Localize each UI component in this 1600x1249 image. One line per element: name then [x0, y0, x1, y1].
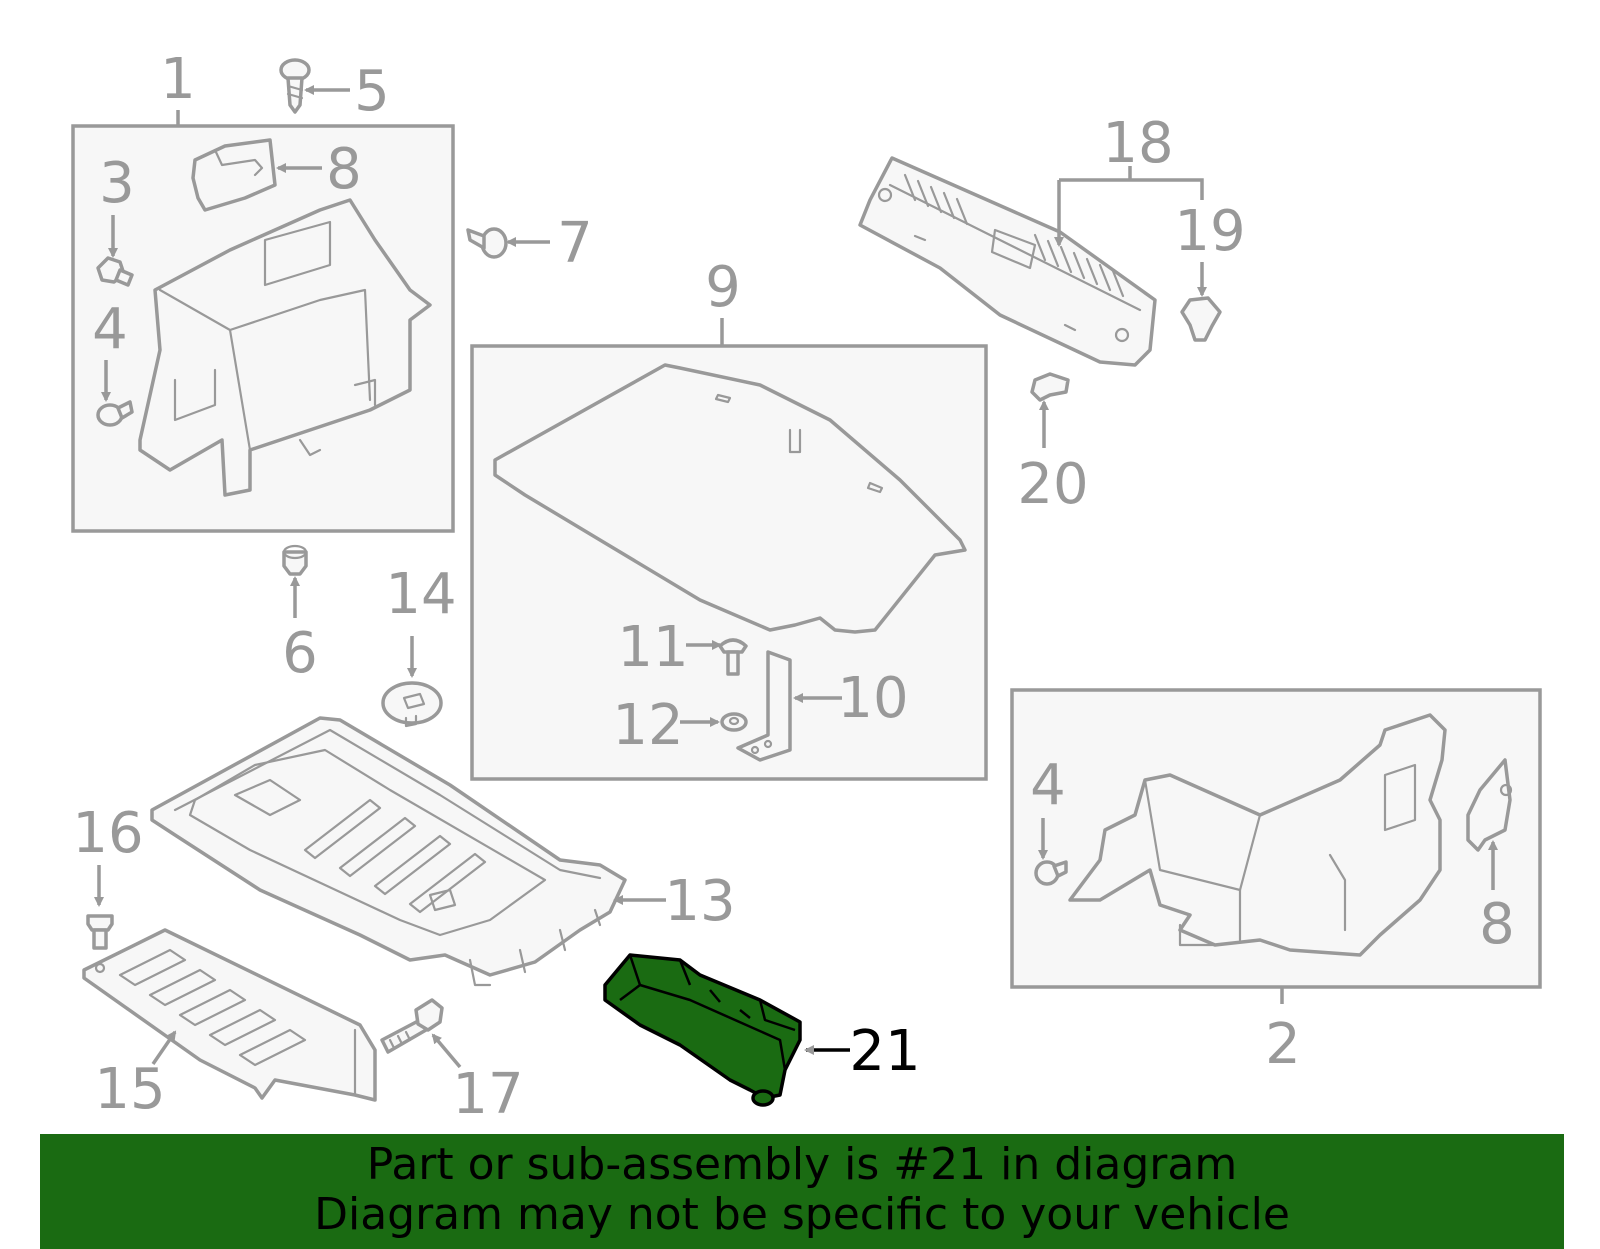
part-4-pin-right	[1034, 860, 1068, 886]
callout-19: 19	[1174, 199, 1245, 264]
part-20-clip	[1030, 372, 1070, 402]
part-18-scuff-plate	[858, 156, 1157, 367]
part-5-screw	[279, 58, 311, 114]
callout-1: 1	[160, 47, 196, 112]
part-14-pad	[381, 681, 443, 728]
part-15-floor-cover	[82, 928, 377, 1102]
part-21-highlighted[interactable]	[603, 953, 802, 1107]
info-banner: Part or sub-assembly is #21 in diagram D…	[40, 1134, 1564, 1249]
callout-6: 6	[282, 621, 318, 686]
callout-8-left: 8	[326, 137, 362, 202]
callout-17: 17	[452, 1062, 523, 1127]
callout-9: 9	[705, 255, 741, 320]
part-19-clip	[1180, 296, 1222, 342]
callout-14: 14	[385, 562, 456, 627]
part-11-bolt	[718, 638, 748, 676]
callout-2: 2	[1265, 1012, 1301, 1077]
part-6-nut	[282, 544, 308, 576]
part-12-washer	[720, 712, 748, 732]
callout-8-right: 8	[1479, 892, 1515, 957]
callout-11: 11	[617, 615, 688, 680]
callout-13: 13	[664, 869, 735, 934]
callout-21: 21	[849, 1019, 920, 1084]
callout-5: 5	[354, 59, 390, 124]
callout-16: 16	[72, 801, 143, 866]
callout-12: 12	[612, 693, 683, 758]
part-8-clip-left	[191, 138, 277, 212]
part-17-bolt	[380, 998, 444, 1054]
part-3-screw	[96, 256, 134, 287]
banner-line-2: Diagram may not be specific to your vehi…	[314, 1189, 1290, 1240]
right-quarter-trim-panel	[1068, 713, 1447, 957]
left-quarter-trim-group[interactable]: 1 8 3 4	[71, 47, 455, 533]
right-quarter-trim-group[interactable]: 2 8 4	[1010, 688, 1542, 1077]
part-13-trunk-floor	[150, 716, 627, 987]
callout-7: 7	[557, 211, 593, 276]
banner-line-1: Part or sub-assembly is #21 in diagram	[366, 1139, 1238, 1190]
callout-10: 10	[837, 666, 908, 731]
callout-15: 15	[94, 1057, 165, 1122]
callout-4-right: 4	[1030, 753, 1066, 818]
package-tray-panel	[493, 363, 967, 634]
callout-4-left: 4	[92, 297, 128, 362]
left-quarter-trim-panel	[138, 198, 432, 497]
part-8-clip-right	[1466, 758, 1513, 852]
part-4-pin-left	[96, 400, 134, 427]
package-tray-group[interactable]: 9 10 11 12	[470, 255, 988, 781]
part-7-pin	[466, 227, 508, 259]
callout-18: 18	[1102, 111, 1173, 176]
callout-20: 20	[1017, 452, 1088, 517]
part-16-fastener	[86, 914, 114, 950]
part-10-bracket	[736, 650, 792, 762]
callout-3: 3	[99, 151, 135, 216]
